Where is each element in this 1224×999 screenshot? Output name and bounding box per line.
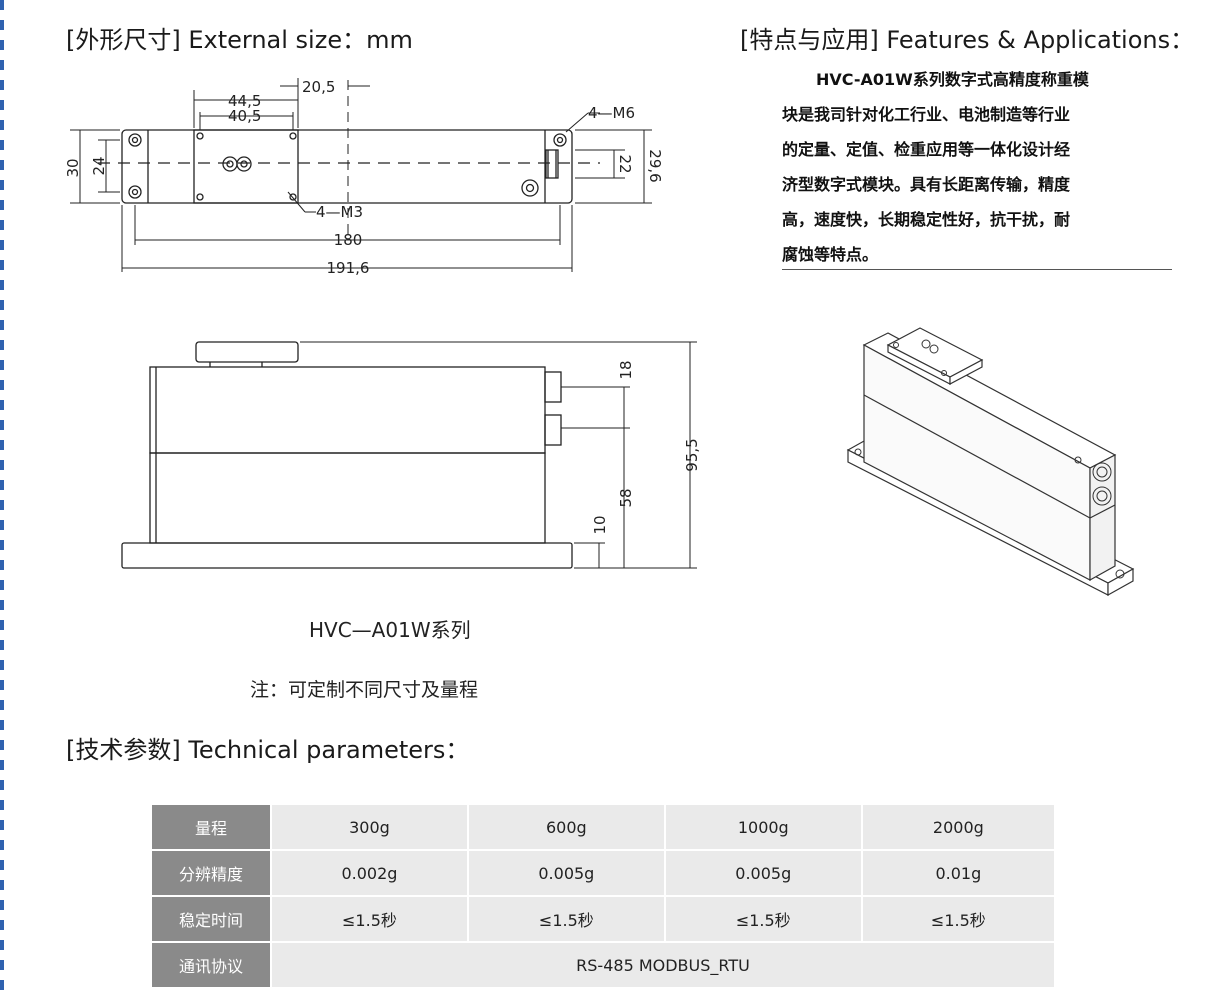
features-divider [782, 269, 1172, 270]
dim-20-5: 20,5 [302, 78, 335, 96]
dim-18: 18 [617, 360, 635, 379]
features-description: HVC-A01W系列数字式高精度称重模 块是我司针对化工行业、电池制造等行业 的… [782, 62, 1168, 272]
technical-parameters-table: 量程 300g 600g 1000g 2000g 分辨精度 0.002g 0.0… [152, 805, 1056, 989]
top-view-drawing: 20,5 44,5 40,5 4—M6 4—M3 30 24 22 29,6 1… [64, 78, 664, 277]
technical-parameters-heading: [技术参数] Technical parameters： [66, 736, 470, 764]
features-heading: [特点与应用] Features & Applications： [740, 26, 1195, 54]
series-label: HVC—A01W系列 [309, 618, 471, 642]
dim-22: 22 [616, 154, 634, 173]
table-row: 通讯协议 RS-485 MODBUS_RTU [152, 943, 1056, 989]
table-cell: 1000g [665, 805, 863, 851]
features-line: 高，速度快，长期稳定性好，抗干扰，耐 [782, 210, 1071, 229]
features-line: 腐蚀等特点。 [782, 245, 879, 264]
features-line: 块是我司针对化工行业、电池制造等行业 [782, 105, 1071, 124]
dim-95-5: 95,5 [683, 438, 701, 471]
table-cell: 600g [468, 805, 666, 851]
features-line: HVC-A01W系列数字式高精度称重模 [816, 70, 1089, 89]
dim-24: 24 [90, 156, 108, 175]
dim-4-m6: 4—M6 [588, 104, 635, 122]
product-isometric-drawing [846, 327, 1135, 597]
table-cell-protocol: RS-485 MODBUS_RTU [272, 943, 1056, 989]
table-cell: ≤1.5秒 [272, 897, 469, 943]
table-cell: 300g [272, 805, 469, 851]
row-header-range: 量程 [152, 805, 272, 851]
dim-30: 30 [64, 158, 82, 177]
table-row: 分辨精度 0.002g 0.005g 0.005g 0.01g [152, 851, 1056, 897]
external-size-heading: [外形尺寸] External size：mm [66, 26, 413, 54]
dim-29-6: 29,6 [646, 149, 664, 182]
dim-191-6: 191,6 [327, 259, 370, 277]
features-line: 的定量、定值、检重应用等一体化设计经 [782, 140, 1071, 159]
customization-note: 注：可定制不同尺寸及量程 [250, 679, 479, 701]
table-cell: 0.005g [665, 851, 863, 897]
dim-180: 180 [334, 231, 363, 249]
row-header-resolution: 分辨精度 [152, 851, 272, 897]
table-row: 量程 300g 600g 1000g 2000g [152, 805, 1056, 851]
dim-40-5: 40,5 [228, 107, 261, 125]
table-cell: 2000g [862, 805, 1056, 851]
row-header-protocol: 通讯协议 [152, 943, 272, 989]
table-cell: ≤1.5秒 [468, 897, 666, 943]
table-cell: ≤1.5秒 [665, 897, 863, 943]
table-cell: 0.01g [862, 851, 1056, 897]
table-row: 稳定时间 ≤1.5秒 ≤1.5秒 ≤1.5秒 ≤1.5秒 [152, 897, 1056, 943]
row-header-settling-time: 稳定时间 [152, 897, 272, 943]
page-edge-marks [0, 0, 4, 999]
dim-10: 10 [591, 515, 609, 534]
dim-4-m3: 4—M3 [316, 203, 363, 221]
dim-44-5: 44,5 [228, 92, 261, 110]
table-cell: ≤1.5秒 [862, 897, 1056, 943]
features-line: 济型数字式模块。具有长距离传输，精度 [782, 175, 1071, 194]
side-view-drawing: 18 95,5 58 10 [121, 341, 701, 569]
table-cell: 0.002g [272, 851, 469, 897]
dim-58: 58 [617, 488, 635, 507]
table-cell: 0.005g [468, 851, 666, 897]
